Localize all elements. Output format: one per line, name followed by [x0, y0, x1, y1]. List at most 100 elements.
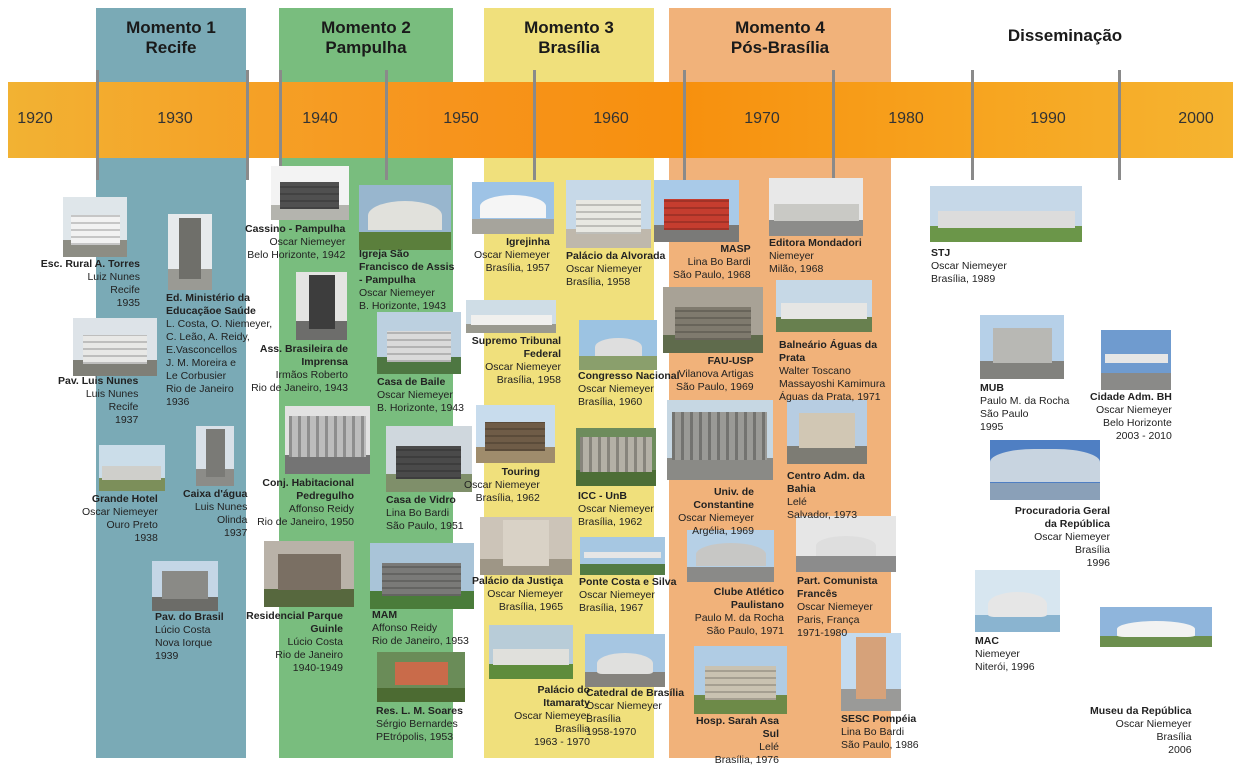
- building-detail: 1938: [134, 532, 158, 544]
- photo-building: [102, 466, 161, 480]
- building-photo: [489, 625, 573, 679]
- photo-ground: [489, 664, 573, 679]
- building-detail: 1996: [1086, 557, 1110, 569]
- building-detail: Brasília: [554, 723, 590, 735]
- building-detail: São Paulo, 1951: [386, 520, 464, 532]
- building-detail: Rio de Janeiro, 1943: [251, 382, 348, 394]
- building-detail: Lelé: [787, 496, 807, 508]
- building-detail: Milão, 1968: [769, 263, 824, 275]
- building-detail: Oscar Niemeyer: [485, 361, 561, 373]
- building-photo: [1100, 607, 1212, 647]
- building-detail: 1958-1970: [586, 726, 637, 738]
- building-photo: [168, 214, 212, 290]
- moment-title-text: Disseminação: [1007, 26, 1123, 45]
- building-photo: [687, 530, 774, 582]
- building-name: ICC - UnB: [578, 490, 627, 502]
- building-detail: Ouro Preto: [106, 519, 158, 531]
- photo-building: [278, 554, 341, 590]
- building-photo: [377, 652, 465, 702]
- building-detail: Oscar Niemeyer: [514, 710, 590, 722]
- building-name: STJ: [931, 247, 951, 259]
- building-photo: [776, 280, 872, 332]
- building-photo: [296, 272, 347, 340]
- building-detail: São Paulo, 1968: [673, 269, 751, 281]
- building-detail: 1936: [166, 396, 190, 408]
- building-name: FAU-USP: [707, 355, 754, 367]
- building-photo: [576, 428, 656, 486]
- photo-ground: [585, 672, 665, 687]
- timeline-tick: [533, 70, 536, 180]
- building-detail: 2003 - 2010: [1115, 430, 1172, 442]
- building-photo: [990, 440, 1100, 500]
- building-name: Cidade Adm. BH: [1090, 391, 1172, 403]
- building-detail: L. Costa, O. Niemeyer,: [166, 318, 273, 330]
- building-photo: [370, 543, 474, 609]
- building-photo: [386, 426, 472, 492]
- building-detail: Paris, França: [797, 614, 860, 626]
- building-photo: [980, 315, 1064, 379]
- photo-ground: [990, 483, 1100, 500]
- building-detail: Niemeyer: [975, 648, 1020, 660]
- building-name: Grande Hotel: [91, 493, 158, 505]
- building-photo: [975, 570, 1060, 632]
- building-detail: Brasília: [1156, 731, 1192, 743]
- photo-building: [993, 328, 1052, 363]
- photo-ground: [580, 564, 665, 575]
- building-detail: Brasília, 1962: [475, 492, 540, 504]
- photo-building: [597, 653, 653, 674]
- building-detail: Oscar Niemeyer: [359, 287, 435, 299]
- building-detail: Paulo M. da Rocha: [980, 395, 1070, 407]
- moment-title-text: Momento 1: [126, 18, 216, 37]
- building-detail: Oscar Niemeyer: [578, 503, 654, 515]
- timeline-axis: [8, 82, 1233, 158]
- photo-ground: [796, 556, 896, 572]
- year-label: 1920: [17, 110, 53, 127]
- photo-building: [309, 275, 335, 329]
- photo-building: [584, 552, 661, 558]
- building-detail: 1940-1949: [292, 662, 343, 674]
- building-detail: Brasília, 1989: [931, 273, 996, 285]
- photo-ground: [264, 589, 354, 607]
- photo-ground: [73, 360, 157, 376]
- building-name: Hosp. Sarah Asa Sul: [695, 715, 779, 740]
- photo-building: [382, 563, 461, 596]
- building-detail: Niemeyer: [769, 250, 814, 262]
- building-photo: [466, 300, 556, 333]
- building-photo: [566, 180, 651, 248]
- building-detail: Belo Horizonte, 1942: [247, 249, 346, 261]
- building-detail: Argélia, 1969: [692, 525, 754, 537]
- building-detail: Brasília, 1965: [498, 601, 564, 613]
- building-detail: Oscar Niemeyer: [269, 236, 346, 248]
- photo-ground: [667, 458, 773, 480]
- building-photo: [99, 445, 165, 491]
- building-name: Balneário Águas da Prata: [779, 339, 878, 364]
- building-photo: [480, 517, 572, 575]
- year-label: 1930: [157, 110, 193, 127]
- building-detail: 1935: [116, 297, 140, 309]
- photo-building: [664, 199, 729, 230]
- building-photo: [667, 400, 773, 480]
- building-photo: [271, 166, 349, 220]
- building-detail: B. Horizonte, 1943: [359, 300, 446, 312]
- timeline-tick: [385, 70, 388, 180]
- photo-ground: [576, 470, 656, 486]
- year-label: 1970: [744, 110, 780, 127]
- building-name: Part. Comunista Francês: [797, 575, 878, 600]
- building-detail: Oscar Niemeyer: [82, 506, 158, 518]
- building-name: Ponte Costa e Silva: [579, 576, 677, 588]
